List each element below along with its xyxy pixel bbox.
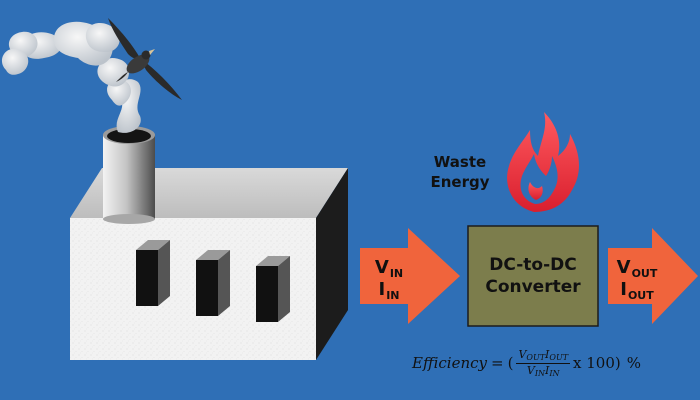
chimney bbox=[103, 126, 155, 224]
formula-lhs: Efficiency bbox=[412, 354, 487, 372]
converter-line1: DC-to-DC bbox=[489, 255, 577, 275]
converter-label: DC-to-DC Converter bbox=[468, 226, 598, 326]
factory-side bbox=[316, 168, 348, 360]
formula-denominator: VINIIN bbox=[526, 363, 560, 378]
output-arrow bbox=[608, 228, 698, 324]
output-current: IOUT bbox=[620, 279, 654, 303]
efficiency-formula: Efficiency = ( VOUTIOUT VINIIN x 100) % bbox=[412, 346, 682, 380]
converter-line2: Converter bbox=[485, 277, 581, 297]
converter-box bbox=[467, 225, 599, 327]
formula-percent: % bbox=[626, 354, 642, 372]
energy-line: Energy bbox=[430, 173, 490, 191]
factory-window bbox=[256, 256, 290, 322]
flame-icon bbox=[507, 112, 579, 212]
output-voltage: VOUT bbox=[616, 257, 658, 281]
input-current: IIN bbox=[378, 279, 400, 303]
waste-energy-label: Waste Energy bbox=[420, 152, 500, 192]
factory-window bbox=[196, 250, 230, 316]
formula-open-paren: ( bbox=[507, 354, 514, 372]
input-label: VIN IIN bbox=[362, 257, 416, 303]
formula-times: x 100) bbox=[573, 354, 621, 372]
waste-line: Waste bbox=[433, 153, 487, 171]
formula-numerator: VOUTIOUT bbox=[516, 347, 571, 364]
input-arrow bbox=[360, 228, 460, 324]
smoke bbox=[1, 21, 141, 133]
formula-equals: = bbox=[491, 354, 504, 372]
output-label: VOUT IOUT bbox=[608, 257, 666, 303]
factory-window bbox=[136, 240, 170, 306]
input-voltage: VIN bbox=[374, 257, 404, 281]
bird bbox=[108, 18, 182, 100]
formula-fraction: VOUTIOUT VINIIN bbox=[516, 347, 571, 378]
